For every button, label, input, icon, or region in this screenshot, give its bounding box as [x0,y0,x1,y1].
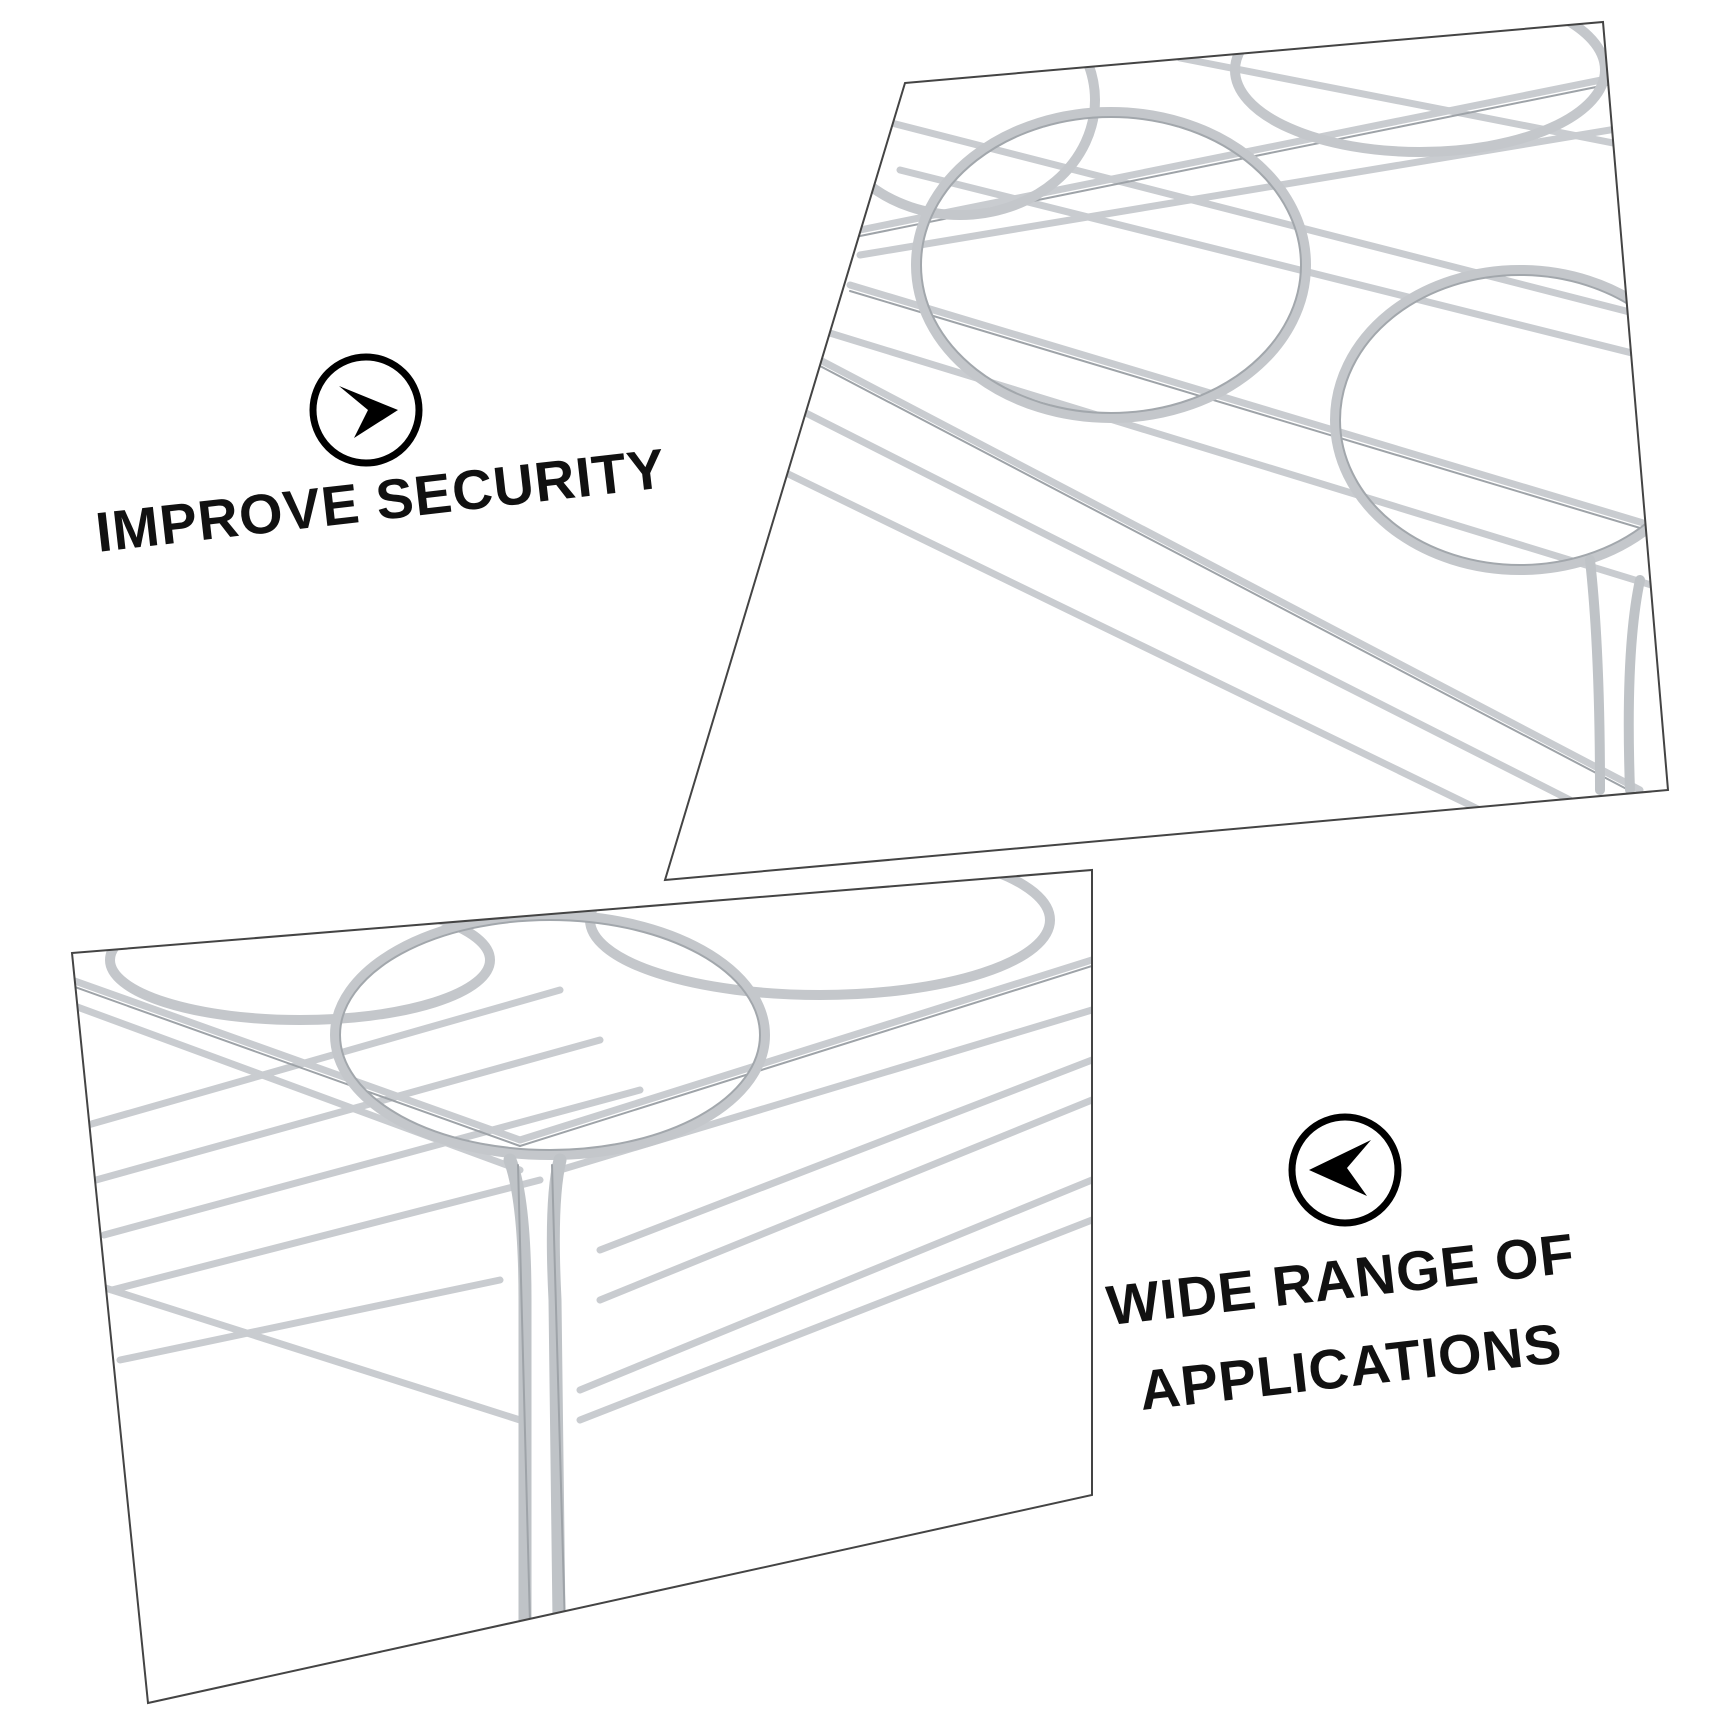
top-rack-photo [776,22,1668,814]
arrow-right-circle-icon [306,350,426,470]
arrow-left-circle-icon [1285,1110,1405,1230]
top-photo-panel [663,20,1670,882]
bottom-photo-panel [70,868,1093,1705]
bottom-rack-photo [72,870,1092,1703]
